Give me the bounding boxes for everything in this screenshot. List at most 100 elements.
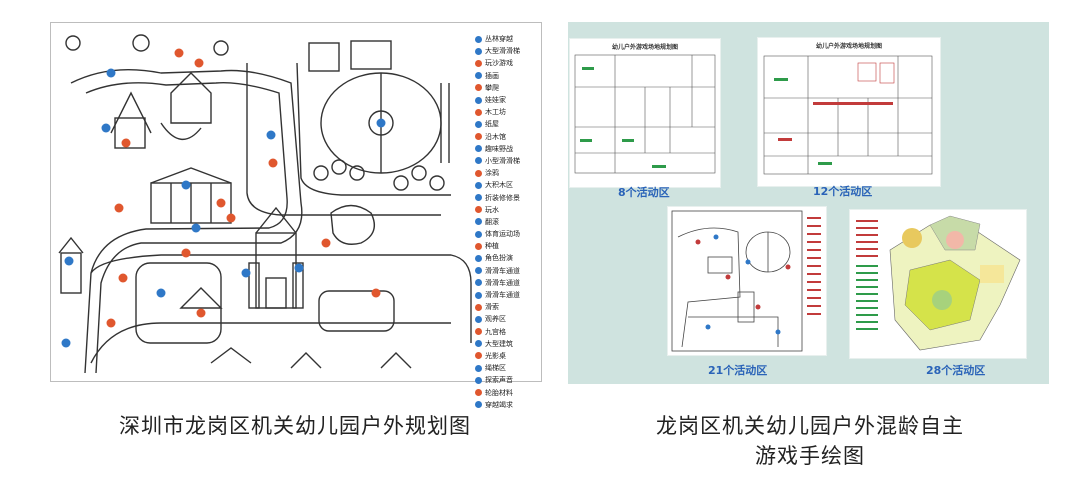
legend-label: 大积木区 — [485, 181, 513, 190]
legend-item: 光影桌 — [475, 350, 539, 362]
legend-item: 九宫格 — [475, 326, 539, 338]
plan-28-count: 28个活动区 — [926, 364, 986, 377]
map-marker-dot — [101, 123, 111, 133]
map-marker-dot — [174, 48, 184, 58]
legend-label: 攀爬 — [485, 83, 499, 92]
map-marker-dot — [191, 223, 201, 233]
legend-dot-icon — [475, 157, 482, 165]
legend-item: 沿木馆 — [475, 131, 539, 143]
legend-item: 绳梯区 — [475, 362, 539, 374]
plan-28-zones — [850, 210, 1026, 358]
legend-item: 滑滑车通道 — [475, 277, 539, 289]
legend-label: 观养区 — [485, 315, 506, 324]
legend-item: 涂鸦 — [475, 167, 539, 179]
legend-dot-icon — [475, 145, 482, 153]
legend-item: 娃娃家 — [475, 94, 539, 106]
legend-item: 角色扮演 — [475, 252, 539, 264]
legend-label: 插画 — [485, 71, 499, 80]
legend-item: 折装修修景 — [475, 191, 539, 203]
legend-label: 纸屋 — [485, 120, 499, 129]
plan-8-zones: 幼儿户外游戏场地规划图 — [570, 39, 720, 187]
legend-label: 滑滑车通道 — [485, 291, 520, 300]
legend-label: 玩沙游戏 — [485, 59, 513, 68]
legend-dot-icon — [475, 230, 482, 238]
legend-label: 光影桌 — [485, 351, 506, 360]
plan-12-zones: 幼儿户外游戏场地规划图 — [758, 38, 940, 186]
legend-item: 体育运动场 — [475, 228, 539, 240]
map-marker-dot — [196, 308, 206, 318]
map-marker-dot — [226, 213, 236, 223]
legend-dot-icon — [475, 108, 482, 116]
legend-label: 木工坊 — [485, 108, 506, 117]
legend-label: 大型滑滑梯 — [485, 47, 520, 56]
plan-12-grid — [763, 55, 933, 175]
legend-item: 玩水 — [475, 204, 539, 216]
legend-label: 滑滑车通道 — [485, 266, 520, 275]
plan-12-count: 12个活动区 — [813, 185, 873, 198]
hand-drawn-site-sketch — [58, 34, 472, 374]
legend-label: 小型滑滑梯 — [485, 156, 520, 165]
legend-item: 纸屋 — [475, 118, 539, 130]
legend-label: 种植 — [485, 242, 499, 251]
legend-label: 穿越竭求 — [485, 400, 513, 409]
legend-label: 滑滑车通道 — [485, 278, 520, 287]
legend-dot-icon — [475, 84, 482, 92]
plan-8-title: 幼儿户外游戏场地规划图 — [611, 44, 678, 51]
legend-dot-icon — [475, 254, 482, 262]
legend-item: 观养区 — [475, 313, 539, 325]
map-marker-dot — [321, 238, 331, 248]
map-marker-dot — [266, 130, 276, 140]
map-marker-dot — [118, 273, 128, 283]
legend-dot-icon — [475, 279, 482, 287]
legend-item: 大积木区 — [475, 179, 539, 191]
legend-item: 滑滑车通道 — [475, 289, 539, 301]
legend-label: 九宫格 — [485, 327, 506, 336]
legend-dot-icon — [475, 47, 482, 55]
map-marker-dot — [114, 203, 124, 213]
legend-label: 翻滚 — [485, 217, 499, 226]
map-marker-dot — [294, 263, 304, 273]
legend-label: 滑索 — [485, 303, 499, 312]
legend-item: 木工坊 — [475, 106, 539, 118]
legend-dot-icon — [475, 340, 482, 348]
legend-label: 娃娃家 — [485, 96, 506, 105]
legend-label: 体育运动场 — [485, 230, 520, 239]
legend-label: 玩水 — [485, 205, 499, 214]
legend-item: 轮胎材料 — [475, 386, 539, 398]
plan-12-title: 幼儿户外游戏场地规划图 — [815, 43, 882, 50]
legend-item: 滑索 — [475, 301, 539, 313]
legend-item: 大型建筑 — [475, 338, 539, 350]
legend-dot-icon — [475, 133, 482, 141]
legend-dot-icon — [475, 364, 482, 372]
map-marker-dot — [268, 158, 278, 168]
legend-item: 探索声音 — [475, 374, 539, 386]
right-caption-line1: 龙岗区机关幼儿园户外混龄自主 — [656, 414, 964, 438]
legend-item: 插画 — [475, 70, 539, 82]
legend-item: 玩沙游戏 — [475, 57, 539, 69]
legend-label: 丛林穿越 — [485, 35, 513, 44]
legend-label: 绳梯区 — [485, 364, 506, 373]
legend-dot-icon — [475, 242, 482, 250]
legend-label: 折装修修景 — [485, 193, 520, 202]
legend-dot-icon — [475, 315, 482, 323]
right-mixed-age-play-maps: 幼儿户外游戏场地规划图 8个活动区 幼儿户外游戏场地规划图 12个活动区 — [568, 22, 1049, 384]
plan-21-sketch — [671, 210, 821, 352]
legend-item: 趣味野战 — [475, 143, 539, 155]
legend-dot-icon — [475, 96, 482, 104]
plan-21-zones — [668, 207, 826, 355]
map-marker-dot — [181, 180, 191, 190]
legend-label: 趣味野战 — [485, 144, 513, 153]
legend-item: 丛林穿越 — [475, 33, 539, 45]
map-marker-dot — [241, 268, 251, 278]
legend-dot-icon — [475, 59, 482, 67]
legend-dot-icon — [475, 267, 482, 275]
legend-dot-icon — [475, 303, 482, 311]
plan-8-count: 8个活动区 — [618, 186, 670, 199]
map-marker-dot — [106, 318, 116, 328]
legend-item: 滑滑车通道 — [475, 265, 539, 277]
legend-dot-icon — [475, 389, 482, 397]
map-marker-dot — [371, 288, 381, 298]
plan-28-colored-map — [856, 215, 1021, 351]
legend-dot-icon — [475, 181, 482, 189]
map-marker-dot — [216, 198, 226, 208]
